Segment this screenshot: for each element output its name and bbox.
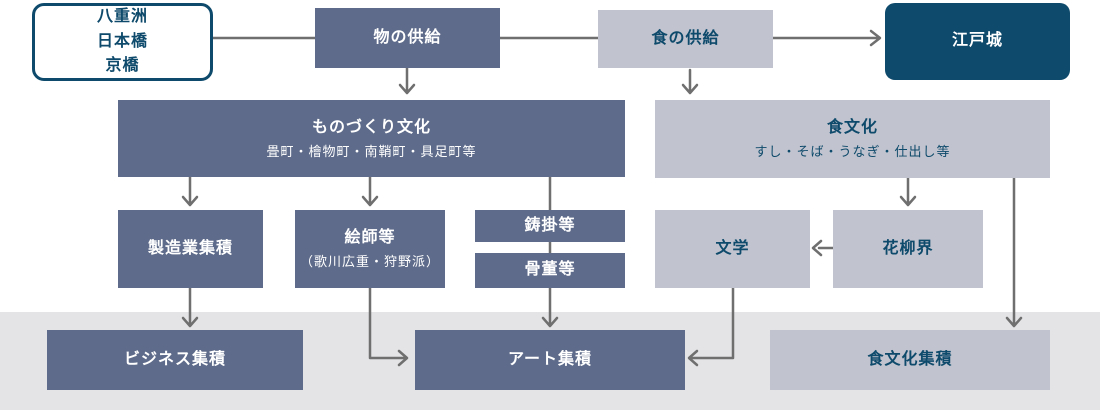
district-line-1: 八重洲 xyxy=(96,7,148,25)
node-monozukuri-subtitle: 畳町・檜物町・南鞘町・具足町等 xyxy=(266,143,477,159)
arrow-monozukuri-through-tinkers-to-art xyxy=(541,175,559,328)
node-painters: 絵師等 （歌川広重・狩野派） xyxy=(295,210,445,288)
node-karyukai-label: 花柳界 xyxy=(882,239,934,257)
node-food-culture-cluster: 食文化集積 xyxy=(770,330,1050,390)
node-edo-castle-label: 江戸城 xyxy=(951,32,1003,50)
node-food-culture-title: 食文化 xyxy=(826,119,878,137)
arrow-food-culture-to-food-cluster xyxy=(1005,176,1023,328)
node-goods-supply-label: 物の供給 xyxy=(373,28,442,46)
node-painters-title: 絵師等 xyxy=(344,229,396,247)
node-monozukuri-title: ものづくり文化 xyxy=(311,118,431,136)
node-art-cluster: アート集積 xyxy=(415,330,685,390)
arrow-karyukai-to-literature xyxy=(811,239,835,257)
node-food-culture-subtitle: すし・そば・うなぎ・仕出し等 xyxy=(754,144,951,160)
node-food-culture-cluster-label: 食文化集積 xyxy=(867,350,953,368)
arrow-food-supply-to-food-culture xyxy=(681,68,699,95)
node-districts: 八重洲 日本橋 京橋 xyxy=(32,3,213,81)
arrow-monozukuri-to-manufacturing xyxy=(181,175,199,207)
node-painters-subtitle: （歌川広重・狩野派） xyxy=(299,254,440,270)
node-antiques-label: 骨董等 xyxy=(524,261,576,279)
district-line-2: 日本橋 xyxy=(96,32,148,50)
node-literature-label: 文学 xyxy=(715,239,750,257)
node-literature: 文学 xyxy=(655,210,810,288)
node-tinkers: 鋳掛等 xyxy=(475,210,625,242)
arrow-goods-supply-to-monozukuri xyxy=(398,66,416,95)
node-tinkers-label: 鋳掛等 xyxy=(524,216,576,234)
node-goods-supply: 物の供給 xyxy=(315,8,500,68)
node-manufacturing: 製造業集積 xyxy=(118,210,263,288)
node-business-cluster: ビジネス集積 xyxy=(47,330,303,390)
node-food-supply: 食の供給 xyxy=(598,10,773,68)
arrow-food-supply-to-edo-castle xyxy=(771,29,882,47)
node-karyukai: 花柳界 xyxy=(833,210,983,288)
district-line-3: 京橋 xyxy=(105,57,140,75)
node-art-cluster-label: アート集積 xyxy=(507,350,593,368)
arrow-food-culture-to-karyukai xyxy=(899,176,917,207)
node-business-cluster-label: ビジネス集積 xyxy=(123,350,226,368)
node-antiques: 骨董等 xyxy=(475,253,625,288)
arrow-monozukuri-to-painters xyxy=(361,175,379,207)
node-monozukuri-culture: ものづくり文化 畳町・檜物町・南鞘町・具足町等 xyxy=(118,100,625,177)
node-edo-castle: 江戸城 xyxy=(885,3,1070,80)
node-manufacturing-label: 製造業集積 xyxy=(147,239,233,257)
node-food-supply-label: 食の供給 xyxy=(651,29,720,47)
node-food-culture: 食文化 すし・そば・うなぎ・仕出し等 xyxy=(655,100,1050,178)
